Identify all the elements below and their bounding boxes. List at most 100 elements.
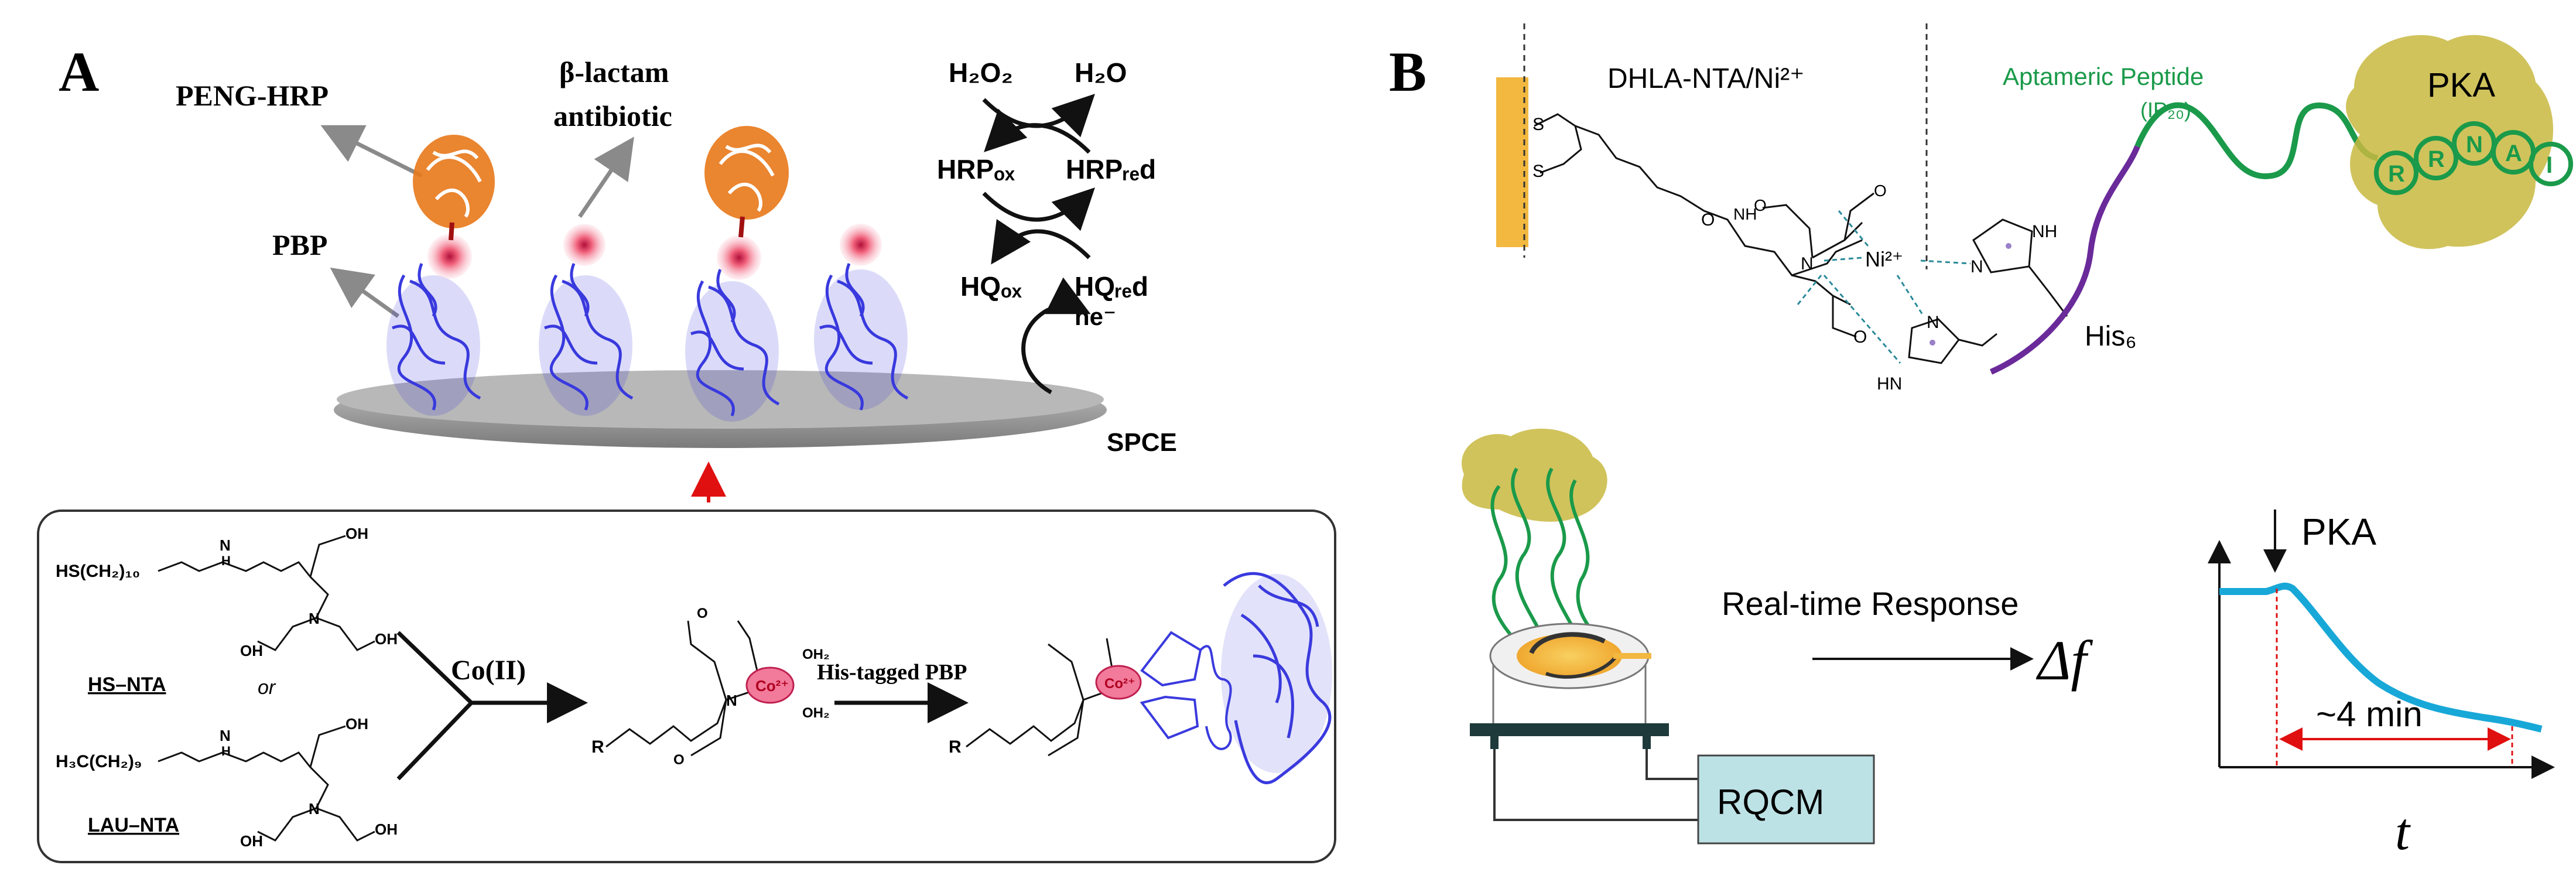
svg-text:R: R xyxy=(591,737,604,757)
imidazole-lower: N HN xyxy=(1877,313,1997,394)
imidazole-upper: N NH xyxy=(1971,218,2068,317)
duration-label: ~4 min xyxy=(2316,695,2423,734)
his6-label: His₆ xyxy=(2085,321,2137,352)
hrp-ox-label: HRPₒₓ xyxy=(937,154,1015,184)
spce-label: SPCE xyxy=(1107,428,1177,457)
svg-text:OH₂: OH₂ xyxy=(802,705,830,721)
residue-3: N xyxy=(2466,132,2483,158)
pbp-protein-2 xyxy=(539,263,634,416)
svg-text:HN: HN xyxy=(1877,374,1902,394)
h2o2-label: H₂O₂ xyxy=(949,57,1013,88)
lau-formula: H₃C(CH₂)₉ xyxy=(56,752,142,771)
beta-lactam-ball-2 xyxy=(563,224,605,266)
delta-f-label: Δf xyxy=(2036,629,2093,692)
pka-label: PKA xyxy=(2427,66,2495,104)
panel-a-letter: A xyxy=(59,40,99,103)
svg-text:NH: NH xyxy=(2032,222,2057,241)
beta-lactam-ball-3 xyxy=(717,235,761,280)
svg-text:N: N xyxy=(1971,257,1983,276)
merge-lines xyxy=(396,631,580,781)
rqcm-box xyxy=(1697,754,1875,845)
svg-text:OH: OH xyxy=(345,715,368,733)
svg-text:OH: OH xyxy=(240,832,263,850)
svg-text:H: H xyxy=(221,553,231,568)
svg-text:O: O xyxy=(697,606,708,621)
cycle-arrow-low2 xyxy=(991,218,1091,265)
t-axis-label: t xyxy=(2395,803,2411,861)
cycle-arrow-mid xyxy=(984,108,1091,154)
pbp-protein-3 xyxy=(685,269,780,422)
svg-text:O: O xyxy=(1853,327,1867,347)
svg-text:Co²⁺: Co²⁺ xyxy=(1104,676,1135,692)
residue-5: I xyxy=(2546,152,2553,178)
svg-text:OH: OH xyxy=(345,525,368,542)
aptameric-peptide xyxy=(2134,102,2379,179)
pbp-protein-1 xyxy=(386,263,481,416)
panel-b: B DHLA-NTA/Ni²⁺ S S O NH O N O O Ni²⁺ xyxy=(1389,23,2573,861)
residue-4: A xyxy=(2505,141,2522,166)
panel-b-letter: B xyxy=(1389,40,1426,103)
response-curve xyxy=(2219,582,2543,733)
ip20-label: (IP₂₀) xyxy=(2140,98,2191,122)
svg-text:N: N xyxy=(309,610,320,627)
cycle-arrow-electron xyxy=(1021,277,1091,395)
svg-text:N: N xyxy=(220,536,231,554)
panel-a: A PENG-HRP β-lactam antibiotic PBP SPCE xyxy=(37,40,1336,863)
svg-text:N: N xyxy=(1927,313,1939,332)
svg-text:O: O xyxy=(673,752,685,768)
chemistry-inset xyxy=(37,510,1336,863)
gold-electrode xyxy=(1496,77,1528,247)
lau-nta-name: LAU–NTA xyxy=(88,814,179,836)
lau-nta-skeleton xyxy=(158,725,375,842)
co-nta-complex: R N Co²⁺ OH₂ OH₂ O O xyxy=(591,606,830,768)
hq-ox-label: HQₒₓ xyxy=(960,271,1022,302)
dhla-nta-label: DHLA-NTA/Ni²⁺ xyxy=(1607,63,1804,94)
electron-label: ne⁻ xyxy=(1075,303,1116,330)
svg-text:N: N xyxy=(220,727,231,744)
svg-text:S: S xyxy=(1532,115,1544,134)
aptameric-label: Aptameric Peptide xyxy=(2003,63,2204,90)
response-plot: PKA ~4 min t xyxy=(2208,510,2555,861)
hq-red-label: HQᵣₑd xyxy=(1075,271,1148,302)
svg-text:O: O xyxy=(1754,196,1767,214)
residue-1: R xyxy=(2388,161,2405,187)
hs-nta-skeleton xyxy=(158,535,375,651)
pka-arrow-label: PKA xyxy=(2301,511,2376,553)
pbp-protein-4 xyxy=(814,263,909,411)
peng-hrp-label: PENG-HRP xyxy=(176,79,329,112)
svg-text:N: N xyxy=(309,800,320,818)
dhla-nta-structure: S S O NH O N O O xyxy=(1532,113,1887,347)
peng-hrp-pointer xyxy=(320,125,423,178)
antibiotic-label: antibiotic xyxy=(553,100,672,132)
svg-text:NH: NH xyxy=(1733,205,1757,223)
or-label: or xyxy=(258,676,276,699)
svg-text:OH₂: OH₂ xyxy=(802,647,830,662)
cycle-arrow-low1 xyxy=(982,187,1095,231)
svg-text:O: O xyxy=(1701,210,1715,230)
hs-formula: HS(CH₂)₁₀ xyxy=(56,562,140,581)
h2o-label: H₂O xyxy=(1075,57,1127,88)
qcm-device xyxy=(1462,428,1698,821)
beta-lactam-ball-1 xyxy=(427,234,472,279)
pka-residues: R R N A I xyxy=(2374,121,2573,195)
pbp-pointer xyxy=(330,267,400,318)
hrp-enzyme-2 xyxy=(704,126,789,238)
cycle-arrow-top xyxy=(982,94,1095,138)
beta-lactam-ball-4 xyxy=(840,224,882,266)
svg-text:Co²⁺: Co²⁺ xyxy=(755,677,789,695)
beta-lactam-pointer xyxy=(578,136,634,218)
his6-tag xyxy=(1989,145,2140,375)
co-ii-label: Co(II) xyxy=(451,655,526,686)
hs-nta-name: HS–NTA xyxy=(88,674,166,696)
coordination-bonds xyxy=(1797,210,1971,364)
final-complex: R Co²⁺ xyxy=(949,572,1332,785)
svg-text:OH: OH xyxy=(375,630,398,648)
pbp-label: PBP xyxy=(272,228,327,261)
ni-ion: Ni²⁺ xyxy=(1865,247,1903,271)
hrp-enzyme-1 xyxy=(413,135,495,241)
svg-text:N: N xyxy=(1801,254,1814,274)
svg-text:R: R xyxy=(949,737,962,757)
residue-2: R xyxy=(2428,146,2445,172)
svg-text:N: N xyxy=(726,692,737,709)
